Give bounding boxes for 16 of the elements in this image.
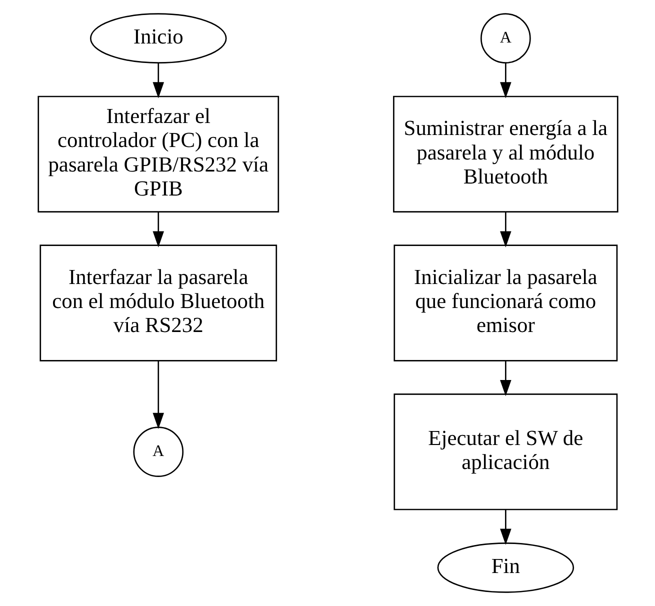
- arrow: [500, 360, 511, 396]
- arrow: [500, 510, 511, 545]
- arrow: [500, 212, 511, 248]
- node-circle: A: [132, 426, 184, 477]
- node-box: Inicializar la pasarela que funcionará como emisor: [393, 244, 618, 362]
- arrow: [152, 360, 164, 429]
- node-box: Interfazar el controlador (PC) con la pasarela GPIB/RS232 vía GPIB: [37, 96, 279, 212]
- arrow: [152, 63, 164, 98]
- arrow: [152, 212, 164, 248]
- node-box: Interfazar la pasarela con el módulo Bluetooth vía RS232: [39, 244, 277, 362]
- arrow: [500, 63, 511, 98]
- node-box: Ejecutar el SW de aplicación: [393, 394, 618, 510]
- node-ellipse: Fin: [436, 542, 574, 593]
- node-circle: A: [480, 13, 530, 64]
- node-box: Suministrar energía a la pasarela y al módulo Bluetooth: [392, 96, 618, 212]
- node-ellipse: Inicio: [90, 13, 226, 64]
